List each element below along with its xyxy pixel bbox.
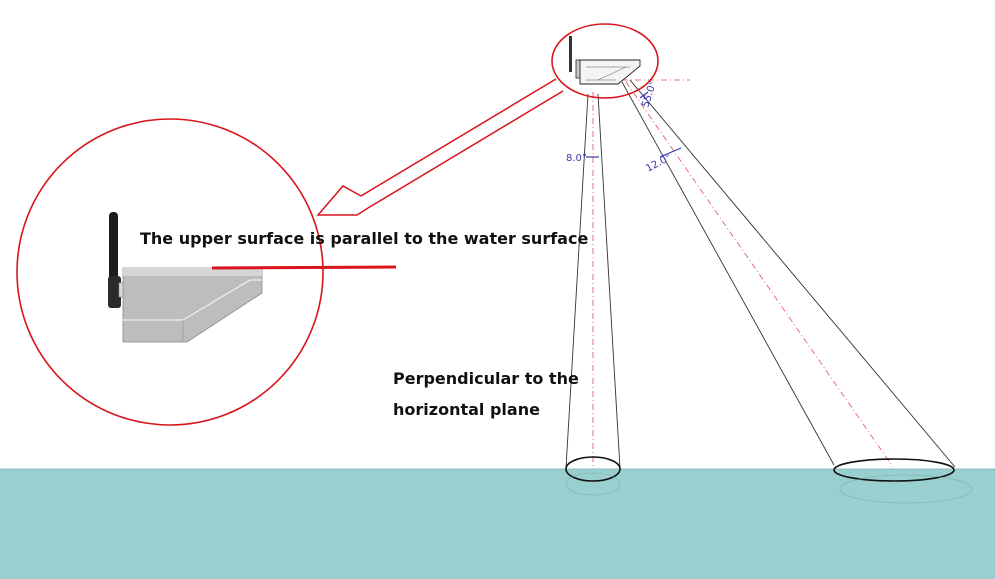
radar-sensor-icon [579, 59, 641, 85]
upper-surface-annotation: The upper surface is parallel to the wat… [140, 229, 588, 248]
vertical-beam-footprint [565, 456, 621, 482]
vertical-beam [565, 92, 621, 496]
vertical-beam-angle-label: 8.0° [566, 153, 587, 164]
radar-sensor-icon [122, 267, 263, 343]
slant-beam-footprint [833, 458, 955, 482]
slant-beam [621, 79, 973, 504]
upper-surface-indicator [211, 265, 397, 270]
double-arrow-icon [316, 78, 564, 216]
vertical-beam-reflection [565, 472, 621, 496]
radar-sensor-small [569, 36, 641, 85]
large-zoom-circle [16, 118, 324, 426]
perpendicular-annotation-line2: horizontal plane [393, 400, 540, 419]
antenna-icon [569, 36, 572, 72]
tilt-angle-label: 55.0° [640, 80, 659, 109]
dimension-markers [586, 91, 682, 158]
antenna-icon [109, 212, 118, 290]
water-surface [0, 469, 995, 579]
slant-beam-reflection [839, 474, 973, 504]
slant-beam-centerline [625, 81, 894, 468]
slant-beam-angle-label: 12.0° [644, 152, 673, 175]
small-zoom-circle [551, 23, 659, 99]
perpendicular-annotation-line1: Perpendicular to the [393, 369, 579, 388]
